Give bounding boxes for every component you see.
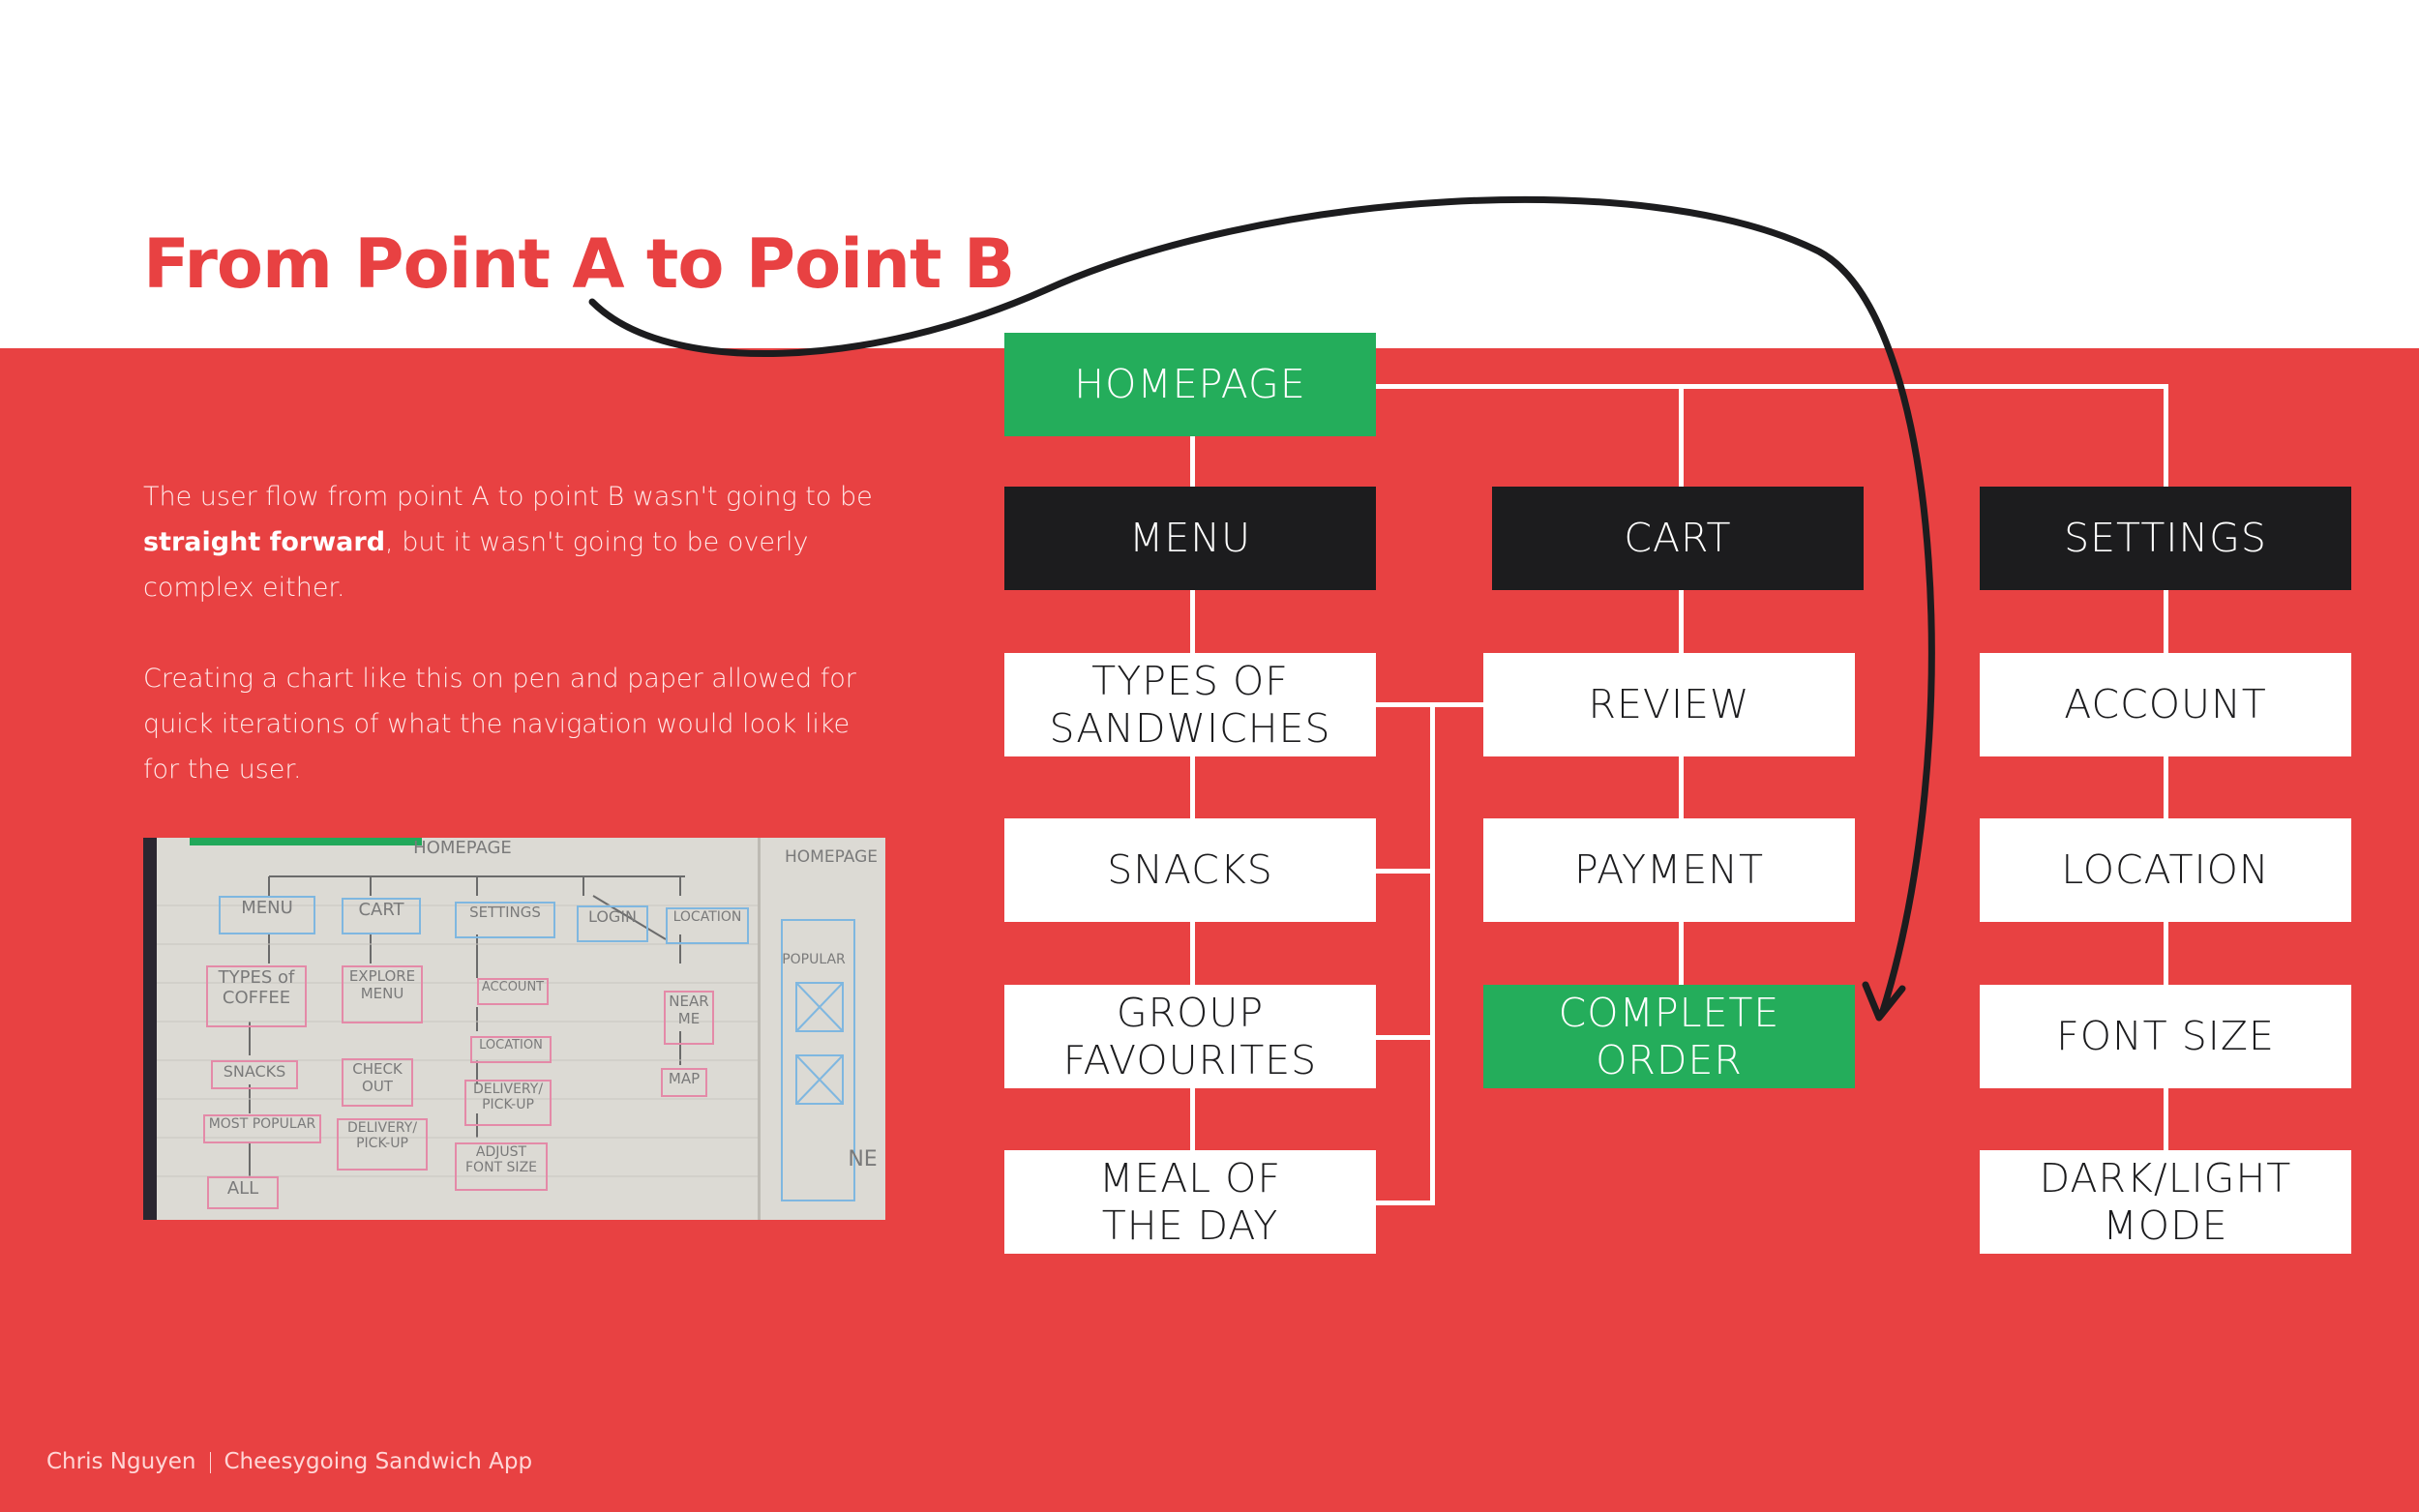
connector-to-settings xyxy=(2164,384,2168,488)
photo-edge xyxy=(143,838,157,1220)
connector-meal-bracket xyxy=(1375,1201,1433,1205)
sketch-types-of-coffee: TYPES of COFFEE xyxy=(206,965,307,1027)
footer: Chris Nguyen Cheesygoing Sandwich App xyxy=(46,1449,532,1474)
node-account: ACCOUNT xyxy=(1980,653,2351,756)
connector-bracket-review xyxy=(1430,702,1483,707)
connector-group-bracket xyxy=(1375,1035,1433,1040)
connector-menu-types xyxy=(1190,589,1195,655)
sketch-popular: POPULAR xyxy=(782,952,846,967)
sketch-adjust-font-size: ADJUST FONT SIZE xyxy=(455,1142,548,1191)
sketch-explore-menu: EXPLORE MENU xyxy=(342,965,423,1023)
sketch-new: NE xyxy=(848,1147,878,1171)
node-complete-order: COMPLETE ORDER xyxy=(1483,985,1855,1088)
connector-group-meal xyxy=(1190,1086,1195,1151)
sketch-all: ALL xyxy=(207,1176,279,1209)
sketch-login: LOGIN xyxy=(577,905,648,942)
node-meal-of-the-day: MEAL OF THE DAY xyxy=(1004,1150,1376,1254)
intro-text: The user flow from point A to point B wa… xyxy=(143,482,873,512)
connector-snacks-bracket xyxy=(1375,869,1433,874)
node-types-of-sandwiches: TYPES OF SANDWICHES xyxy=(1004,653,1376,756)
sketch-account: ACCOUNT xyxy=(477,978,549,1005)
sketch-delivery-pickup: DELIVERY/ PICK-UP xyxy=(337,1118,428,1171)
connector-types-bracket xyxy=(1375,702,1483,707)
connector-account-location xyxy=(2164,756,2168,819)
sketch-cart: CART xyxy=(342,898,421,934)
node-group-favourites: GROUP FAVOURITES xyxy=(1004,985,1376,1088)
node-payment: PAYMENT xyxy=(1483,818,1855,922)
node-dark-light-mode: DARK/LIGHT MODE xyxy=(1980,1150,2351,1254)
intro-text-end: , but it wasn't going to be overly compl… xyxy=(143,527,809,603)
connector-cart-review xyxy=(1679,589,1684,655)
connector-to-cart xyxy=(1679,384,1684,488)
connector-review-payment xyxy=(1679,756,1684,819)
sketch-near-me: NEAR ME xyxy=(664,991,714,1045)
sketch-snacks: SNACKS xyxy=(211,1060,298,1089)
intro-bold-text: straight forward xyxy=(143,527,386,557)
node-homepage: HOMEPAGE xyxy=(1004,333,1376,436)
connector-fontsize-darklight xyxy=(2164,1086,2168,1151)
node-font-size: FONT SIZE xyxy=(1980,985,2351,1088)
connector-types-snacks xyxy=(1190,756,1195,819)
sketch-check-out: CHECK OUT xyxy=(342,1058,413,1107)
sketch-map: MAP xyxy=(661,1068,707,1097)
intro-paragraph-1: The user flow from point A to point B wa… xyxy=(143,474,879,610)
footer-separator xyxy=(209,1451,211,1473)
sketch-settings: SETTINGS xyxy=(455,902,555,938)
photo-green-tab xyxy=(190,838,422,845)
connector-payment-complete xyxy=(1679,921,1684,985)
connector-settings-account xyxy=(2164,589,2168,655)
sketch-homepage-2: HOMEPAGE xyxy=(785,847,878,867)
footer-author: Chris Nguyen xyxy=(46,1449,196,1474)
node-settings: SETTINGS xyxy=(1980,487,2351,590)
node-review: REVIEW xyxy=(1483,653,1855,756)
sketch-delivery-pickup-2: DELIVERY/ PICK-UP xyxy=(464,1080,552,1126)
node-cart: CART xyxy=(1492,487,1864,590)
intro-paragraph-2: Creating a chart like this on pen and pa… xyxy=(143,664,856,785)
page-title: From Point A to Point B xyxy=(143,224,1015,304)
sketch-location: LOCATION xyxy=(666,907,749,944)
node-snacks: SNACKS xyxy=(1004,818,1376,922)
sketch-photo: HOMEPAGE MENU CART SETTINGS LOGIN LOCATI… xyxy=(143,838,885,1220)
node-location: LOCATION xyxy=(1980,818,2351,922)
connector-homepage-right xyxy=(1375,384,2166,389)
sketch-homepage: HOMEPAGE xyxy=(413,838,512,858)
sketch-most-popular: MOST POPULAR xyxy=(203,1114,321,1143)
sketch-menu: MENU xyxy=(219,896,315,934)
connector-location-fontsize xyxy=(2164,921,2168,985)
connector-bracket-vertical xyxy=(1430,702,1435,1205)
footer-project: Cheesygoing Sandwich App xyxy=(224,1449,533,1474)
node-menu: MENU xyxy=(1004,487,1376,590)
sketch-location-2: LOCATION xyxy=(470,1036,552,1063)
connector-snacks-group xyxy=(1190,921,1195,985)
notebook-fold xyxy=(758,838,761,1220)
